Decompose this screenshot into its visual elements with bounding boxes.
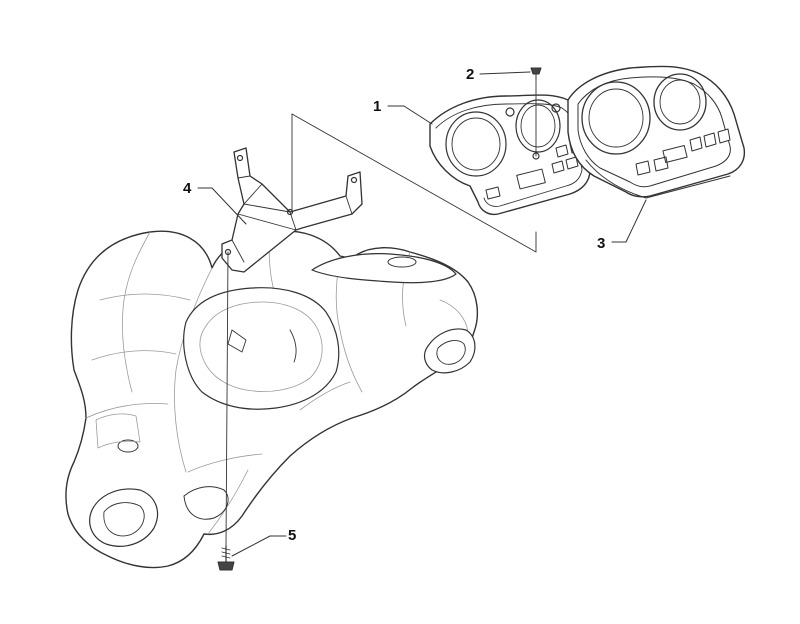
cover-front-lip xyxy=(95,413,141,449)
panel-tacho-opening-inner xyxy=(520,104,556,148)
mounting-bracket xyxy=(221,147,363,273)
screw-bottom-thread xyxy=(221,547,231,559)
housing-tacho-inner xyxy=(659,79,701,125)
callout-number-1: 1 xyxy=(373,98,382,115)
leader-4 xyxy=(197,187,247,225)
callout-number-5: 5 xyxy=(288,527,297,544)
panel-lamp-right xyxy=(551,103,561,113)
screw-bottom xyxy=(217,545,235,571)
cover-contour-lines xyxy=(85,231,469,535)
housing-speedo-inner xyxy=(588,88,644,148)
leader-1 xyxy=(387,105,433,125)
callout-number-4: 4 xyxy=(183,180,192,197)
callout-number-2: 2 xyxy=(466,66,475,83)
panel-lamp-left xyxy=(505,107,515,117)
assembly-lines xyxy=(225,79,537,547)
screw-top xyxy=(530,67,542,81)
assembly-line-screw-bottom xyxy=(225,251,229,547)
assembly-line-bracket-panel xyxy=(291,113,537,253)
panel-display-window xyxy=(516,168,546,190)
cover-top-rim xyxy=(311,253,457,284)
callout-number-3: 3 xyxy=(597,235,606,252)
housing-speedo-bezel xyxy=(581,81,651,155)
bracket-outline xyxy=(221,147,363,273)
cover-right-end-inner xyxy=(436,340,466,365)
leader-lines xyxy=(197,71,647,557)
cover-switch-hole xyxy=(117,439,139,453)
bracket-hole-right xyxy=(350,176,358,184)
cover-top-hole xyxy=(387,256,417,268)
cover-well-inner xyxy=(199,301,323,392)
screw-bottom-head xyxy=(217,561,235,571)
cover-right-end xyxy=(423,328,476,374)
leader-3 xyxy=(611,199,647,243)
leader-2 xyxy=(479,71,531,75)
panel-indicator-row xyxy=(485,140,583,200)
housing-display xyxy=(662,145,688,163)
housing-bezel xyxy=(577,76,731,188)
housing-lower-edge xyxy=(585,159,731,199)
cover-left-end xyxy=(89,488,159,547)
panel-tacho-opening xyxy=(515,99,561,153)
housing-indicator-row xyxy=(635,128,731,176)
instrument-panel-cover xyxy=(429,94,591,216)
panel-speedo-opening-inner xyxy=(451,117,501,171)
bracket-hole-top xyxy=(236,154,244,162)
housing-tacho-bezel xyxy=(653,73,707,131)
instrument-cluster-housing xyxy=(567,65,746,199)
bracket-hole-mid xyxy=(286,208,294,216)
leader-5 xyxy=(231,535,287,557)
cover-center-well xyxy=(183,287,340,410)
screw-top-head xyxy=(530,67,542,75)
handlebar-cover xyxy=(65,230,479,569)
cover-switch-cavity xyxy=(183,486,229,520)
cover-left-end-inner xyxy=(103,502,145,537)
cover-well-detail xyxy=(227,329,297,363)
panel-speedo-opening xyxy=(445,111,507,177)
bracket-fold-lines xyxy=(231,175,353,263)
